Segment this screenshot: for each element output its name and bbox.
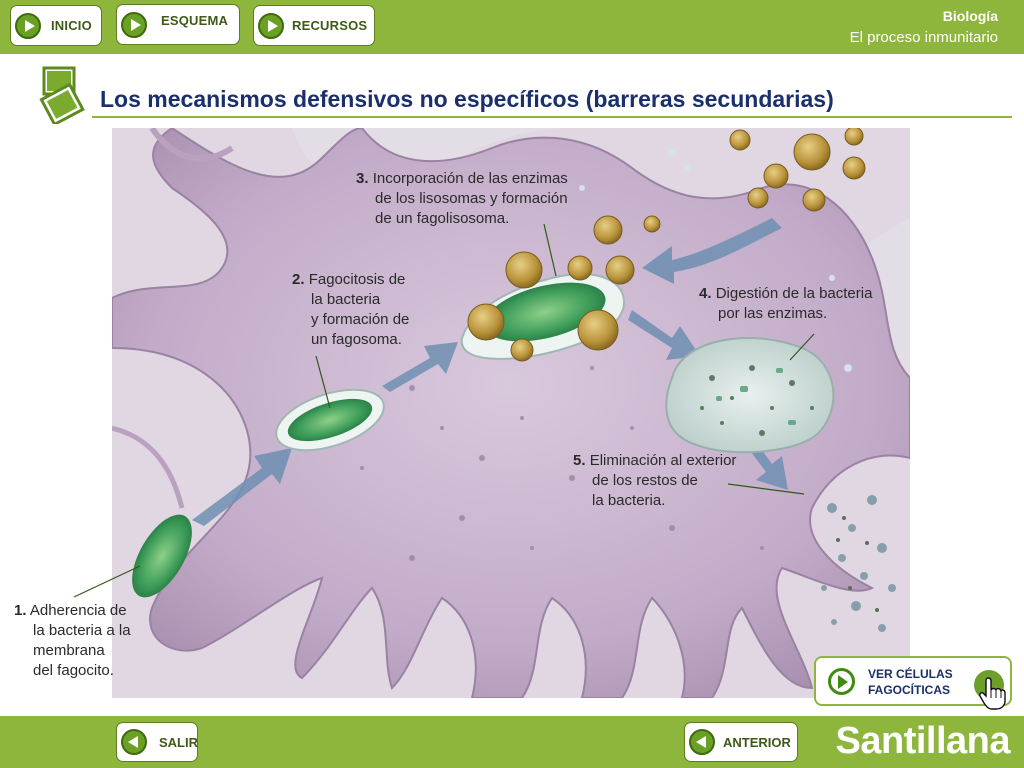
step-3-number: 3. [356,170,369,187]
step-3-line-2: de los lisosomas y formación [375,190,568,207]
exit-button[interactable]: SALIR [116,722,198,762]
phagocyte-drawing [112,128,910,698]
step-2-line-3: y formación de [311,311,410,328]
subject-heading: Biología El proceso inmunitario [850,8,998,46]
step-2-line-1: Fagocitosis de [308,271,406,288]
page-title: Los mecanismos defensivos no específicos… [100,86,834,112]
view-cells-line-1: VER CÉLULAS [868,667,953,681]
play-arrow-icon [828,668,855,695]
view-cells-text: VER CÉLULAS FAGOCÍTICAS [868,666,953,698]
step-4-line-1: Digestión de la bacteria [715,285,873,302]
step-1-line-1: Adherencia de [29,602,127,619]
overlapping-squares-icon [39,66,85,124]
esquema-button[interactable]: ESQUEMA [116,4,240,45]
step-5-line-3: la bacteria. [592,492,666,509]
view-phagocytic-cells-button[interactable]: VER CÉLULAS FAGOCÍTICAS [814,656,1012,710]
exit-label: SALIR [159,734,198,750]
label-step-4: 4. Digestión de la bacteria por las enzi… [699,284,872,324]
previous-label: ANTERIOR [723,734,791,750]
step-5-number: 5. [573,452,586,469]
inicio-label: INICIO [51,18,92,33]
unit-name: El proceso inmunitario [849,29,998,46]
step-1-line-2: la bacteria a la [33,622,131,639]
step-3-line-3: de un fagolisosoma. [375,210,510,227]
previous-button[interactable]: ANTERIOR [684,722,798,762]
step-1-number: 1. [14,602,27,619]
inicio-button[interactable]: INICIO [10,5,102,46]
play-arrow-icon [121,11,147,38]
step-1-line-3: membrana [33,642,105,659]
play-arrow-icon [15,12,41,39]
hand-cursor-icon [979,677,1006,710]
subject-name: Biología [942,8,998,24]
label-step-5: 5. Eliminación al exterior de los restos… [573,451,736,511]
bottom-bar: SALIR ANTERIOR Santillana [0,716,1024,768]
publisher-logo: Santillana [835,720,1011,762]
step-2-line-4: un fagosoma. [311,331,402,348]
phagocytosis-illustration [112,128,910,698]
esquema-label: ESQUEMA [161,13,229,28]
step-2-line-2: la bacteria [311,291,381,308]
view-cells-line-2: FAGOCÍTICAS [868,683,951,697]
top-bar: INICIO ESQUEMA RECURSOS Biología El proc… [0,0,1024,54]
recursos-label: RECURSOS [292,18,368,33]
step-4-number: 4. [699,285,712,302]
back-arrow-icon [689,729,715,755]
back-arrow-icon [121,729,147,755]
step-3-line-1: Incorporación de las enzimas [372,170,568,187]
title-divider [92,116,1012,118]
step-5-line-2: de los restos de [592,472,698,489]
step-1-line-4: del fagocito. [33,662,114,679]
step-2-number: 2. [292,271,305,288]
label-step-2: 2. Fagocitosis de la bacteria y formació… [292,270,409,350]
label-step-1: 1. Adherencia de la bacteria a la membra… [14,601,131,681]
label-step-3: 3. Incorporación de las enzimas de los l… [356,169,568,229]
recursos-button[interactable]: RECURSOS [253,5,375,46]
step-5-line-1: Eliminación al exterior [589,452,737,469]
play-arrow-icon [258,12,284,39]
step-4-line-2: por las enzimas. [718,305,828,322]
